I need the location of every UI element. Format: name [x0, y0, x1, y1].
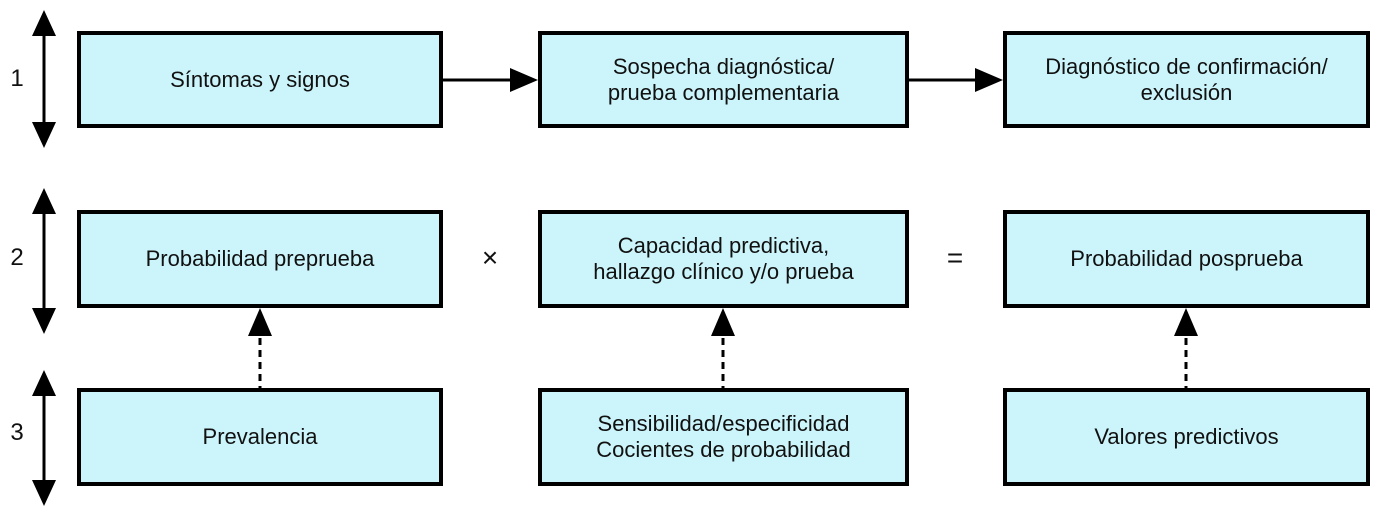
dashed-arrow-up-icon — [1171, 308, 1201, 388]
box-probabilidad-posprueba: Probabilidad posprueba — [1003, 210, 1370, 308]
box-label-line: Capacidad predictiva, — [617, 233, 830, 258]
box-label-line: Diagnóstico de confirmación/ — [1045, 53, 1328, 79]
box-label-line: prueba complementaria — [607, 79, 840, 105]
box-label-line: exclusión — [1140, 79, 1233, 105]
box-capacidad-predictiva: Capacidad predictiva, hallazgo clínico y… — [538, 210, 909, 308]
arrow-right-icon — [907, 66, 1003, 94]
dashed-arrow-up-icon — [245, 308, 275, 388]
box-label-line: hallazgo clínico y/o prueba — [593, 259, 854, 284]
box-label-line: Valores predictivos — [1094, 424, 1279, 449]
box-label-line: Sospecha diagnóstica/ — [612, 53, 835, 79]
box-label-line: Probabilidad posprueba — [1070, 246, 1303, 271]
level-1-label: 1 — [10, 65, 24, 92]
box-probabilidad-preprueba: Probabilidad preprueba — [77, 210, 443, 308]
double-arrow-vertical-icon — [30, 188, 58, 334]
double-arrow-vertical-icon — [30, 370, 58, 506]
double-arrow-vertical-icon — [30, 10, 58, 148]
box-sospecha-diagnostica: Sospecha diagnóstica/ prueba complementa… — [538, 31, 909, 128]
box-label-line: Probabilidad preprueba — [145, 246, 375, 271]
arrow-right-icon — [442, 66, 538, 94]
box-label-line: Síntomas y signos — [170, 66, 350, 92]
box-label-line: Prevalencia — [202, 424, 318, 449]
box-label-line: Sensibilidad/especificidad — [597, 411, 850, 436]
multiply-operator: × — [481, 242, 499, 273]
equals-operator: = — [946, 242, 964, 273]
box-sensibilidad-especificidad: Sensibilidad/especificidad Cocientes de … — [538, 388, 909, 486]
box-sintomas-signos: Síntomas y signos — [77, 31, 443, 128]
box-diagnostico-confirmacion: Diagnóstico de confirmación/ exclusión — [1003, 31, 1370, 128]
level-2-label: 2 — [10, 244, 24, 271]
dashed-arrow-up-icon — [708, 308, 738, 388]
box-prevalencia: Prevalencia — [77, 388, 443, 486]
box-valores-predictivos: Valores predictivos — [1003, 388, 1370, 486]
box-label-line: Cocientes de probabilidad — [596, 437, 851, 462]
level-3-label: 3 — [10, 419, 24, 446]
